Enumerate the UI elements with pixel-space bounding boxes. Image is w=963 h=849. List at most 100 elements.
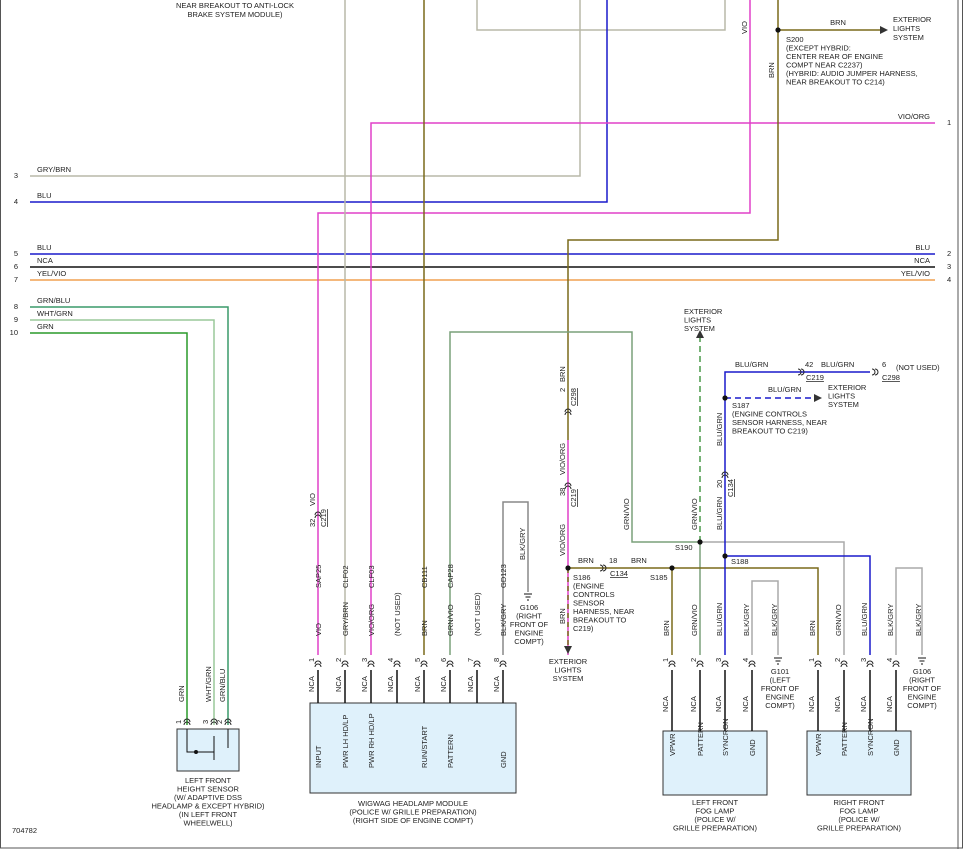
s187-2: SENSOR HARNESS, NEAR — [732, 418, 828, 427]
g106b-2: FRONT OF — [903, 684, 942, 693]
rfog-plug — [814, 660, 822, 665]
s200-brn-v-label: BRN — [767, 62, 776, 78]
splice-s186-dot — [565, 565, 571, 571]
hs-caption-3: HEADLAMP & EXCEPT HYBRID) — [151, 802, 265, 811]
wigwag-wire: BRN — [420, 620, 429, 636]
g101-3: ENGINE — [766, 693, 795, 702]
rfog-func: GND — [892, 739, 901, 756]
wigwag-circuit: CLF02 — [341, 565, 350, 588]
pin-20: 20 — [715, 480, 724, 488]
ext-top-mid-0: EXTERIOR — [684, 307, 723, 316]
wigwag-plug-b — [420, 663, 428, 668]
wigwag-module-box — [309, 702, 517, 794]
lfog-gnd-wire: BLK/GRY — [770, 604, 779, 636]
wigwag-plug — [499, 660, 507, 665]
hs-potentiometer — [186, 729, 229, 760]
left-pin-num: 4 — [14, 197, 18, 206]
wigwag-pin: 8 — [492, 658, 501, 662]
hs-dot — [194, 750, 198, 754]
lfog-caption-0: LEFT FRONT — [692, 798, 739, 807]
rfog-func: SYNCRON — [866, 718, 875, 756]
wigwag-nca: NCA — [492, 676, 501, 692]
rfog-plug-b — [840, 663, 848, 668]
lfog-func: SYNCRON — [721, 718, 730, 756]
c298-plug-b — [564, 411, 572, 416]
hs-caption-0: LEFT FRONT — [185, 776, 232, 785]
rfog-func: PATTERN — [840, 722, 849, 756]
brn-c298-label: BRN — [558, 366, 567, 382]
blu-grn-label-2: BLU/GRN — [715, 497, 724, 530]
lfog-func: PATTERN — [696, 722, 705, 756]
wire-gry-brn-3 — [30, 0, 581, 177]
ext-top-3: SYSTEM — [893, 33, 924, 42]
c219b-plug — [314, 511, 322, 516]
wigwag-pin: 6 — [439, 658, 448, 662]
s200-vio-label: VIO — [740, 21, 749, 34]
wigwag-pin: 4 — [386, 658, 395, 662]
g101-2: FRONT OF — [761, 684, 800, 693]
wigwag-pin: 2 — [334, 658, 343, 662]
wigwag-pin: 7 — [466, 658, 475, 662]
g106b-4: COMPT) — [907, 701, 937, 710]
c298-conn: C298 — [882, 373, 900, 382]
left-pin-num: 3 — [14, 171, 18, 180]
lfog-plug-b — [668, 663, 676, 668]
wigwag-pin: 3 — [360, 658, 369, 662]
wigwag-nca: NCA — [413, 676, 422, 692]
splice-s200-dot — [775, 27, 781, 33]
wire-gnd-g106a — [502, 501, 529, 655]
rfog-nca: NCA — [859, 696, 868, 712]
c219-plug-h-b — [800, 368, 805, 376]
s187-0: S187 — [732, 401, 750, 410]
hs-caption-4: (IN LEFT FRONT — [179, 810, 238, 819]
rfog-plug — [866, 660, 874, 665]
rfog-caption-2: (POLICE W/ — [838, 815, 880, 824]
lfog-pin: 4 — [741, 658, 750, 662]
left-pin-num: 10 — [10, 328, 18, 337]
right-pin-label: BLU — [915, 243, 930, 252]
s188-label: S188 — [731, 557, 749, 566]
splice-s185-dot — [669, 565, 675, 571]
wire-wht-grn-9 — [30, 319, 215, 725]
left-pin-num: 8 — [14, 302, 18, 311]
ground-g106b-symbol — [918, 657, 926, 665]
c134-label: C134 — [610, 569, 628, 578]
s187-3: BREAKOUT TO C219) — [732, 427, 808, 436]
lfog-pin: 1 — [661, 658, 670, 662]
c134b-label: C134 — [726, 479, 735, 497]
g106a-4: COMPT) — [514, 637, 544, 646]
c219-plug — [564, 482, 572, 487]
right-pin-label: NCA — [914, 256, 930, 265]
hs-plug-b — [210, 721, 218, 726]
wigwag-plug-b — [341, 663, 349, 668]
hs-wire: GRN/BLU — [218, 669, 227, 702]
ext-s187-0: EXTERIOR — [828, 383, 867, 392]
wigwag-plug-b — [393, 663, 401, 668]
c219-label: C219 — [569, 489, 578, 507]
lfog-nca: NCA — [741, 696, 750, 712]
splice-s187-dot — [722, 395, 728, 401]
wire-blu-grn-syncron — [724, 371, 800, 655]
vio-32: VIO — [308, 493, 317, 506]
right-pin-num: 3 — [947, 262, 951, 271]
lfog-plug — [748, 660, 756, 665]
wigwag-func: GND — [499, 751, 508, 768]
c134b-plug — [721, 471, 729, 476]
brn-18a: BRN — [578, 556, 594, 565]
rfog-func: VPWR — [814, 733, 823, 756]
wigwag-circuit: CB111 — [420, 566, 429, 588]
vio-org-label-2: VIO/ORG — [558, 524, 567, 556]
wire-blu-grn-right — [725, 555, 871, 655]
arrow-ext-down — [564, 646, 572, 654]
lfog-nca: NCA — [661, 696, 670, 712]
ext-top-mid-1: LIGHTS — [684, 316, 711, 325]
wigwag-nca: NCA — [466, 676, 475, 692]
c134-plug — [599, 564, 604, 572]
s186-4: HARNESS, NEAR — [573, 607, 635, 616]
hs-pin: 1 — [174, 720, 183, 724]
rfog-caption-0: RIGHT FRONT — [833, 798, 885, 807]
wigwag-wire: VIO/ORG — [367, 604, 376, 636]
s186-0: S186 — [573, 573, 591, 582]
wigwag-plug — [341, 660, 349, 665]
